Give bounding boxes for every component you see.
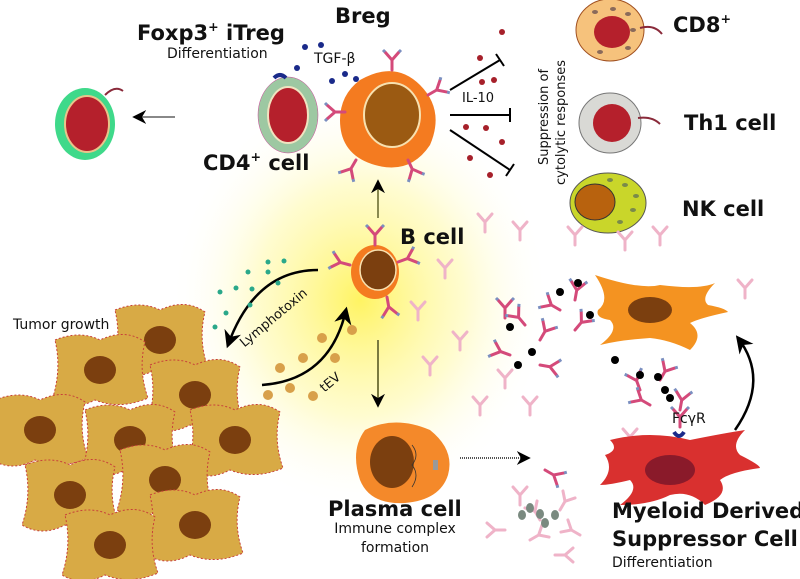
mdsc-orange-cell — [595, 275, 728, 350]
b-cell — [326, 223, 422, 320]
tev-dots — [263, 325, 357, 401]
lymphotoxin-dots — [212, 258, 287, 330]
fcgr-label: FcγR — [672, 411, 706, 427]
breg-cell — [323, 48, 452, 184]
arrow-lymphotoxin — [224, 268, 319, 349]
tgf-beta-label: TGF-β — [314, 51, 356, 67]
tumor-growth-label: Tumor growth — [13, 317, 110, 333]
tgf-beta-dots — [294, 42, 359, 84]
mdsc-label-line2: Suppressor Cell — [612, 527, 798, 551]
mdsc-sublabel: Differentiation — [612, 555, 713, 571]
nk-label: NK cell — [682, 197, 765, 221]
il10-label: IL-10 — [462, 91, 495, 106]
arrow-tev — [261, 306, 352, 387]
plasma-cell-label: Plasma cell — [328, 497, 462, 521]
suppression-label-line1: Suppression of — [537, 68, 552, 165]
plasma-sublabel-line1: Immune complex — [334, 521, 456, 537]
b-cell-label: B cell — [400, 225, 465, 249]
immune-complex-bottom — [485, 485, 585, 564]
th1-cell — [578, 92, 661, 154]
mdsc-label-line1: Myeloid Derived — [612, 499, 800, 523]
cd8-label: CD8+ — [673, 11, 732, 37]
cd4-label: CD4+ cell — [203, 149, 310, 175]
immune-complex-top — [486, 277, 597, 379]
arrow-mdsc-differentiation — [733, 335, 755, 431]
breg-label: Breg — [335, 4, 391, 28]
il10-dots — [463, 29, 505, 178]
cd4-cell — [257, 73, 319, 154]
nk-cell — [569, 172, 647, 234]
mdsc-red-cell — [600, 430, 760, 505]
plasma-cell — [356, 422, 450, 504]
il10-inhibition — [449, 53, 515, 177]
suppression-label-line2: cytolytic responses — [554, 59, 569, 185]
cd8-cell — [575, 0, 663, 62]
th1-label: Th1 cell — [684, 111, 777, 135]
itreg-cell — [55, 87, 124, 160]
plasma-sublabel-line2: formation — [360, 540, 430, 556]
itreg-label: Foxp3+ iTreg — [137, 19, 285, 45]
immune-complex-mdsc — [611, 356, 694, 429]
itreg-sublabel: Differentiation — [167, 46, 268, 62]
